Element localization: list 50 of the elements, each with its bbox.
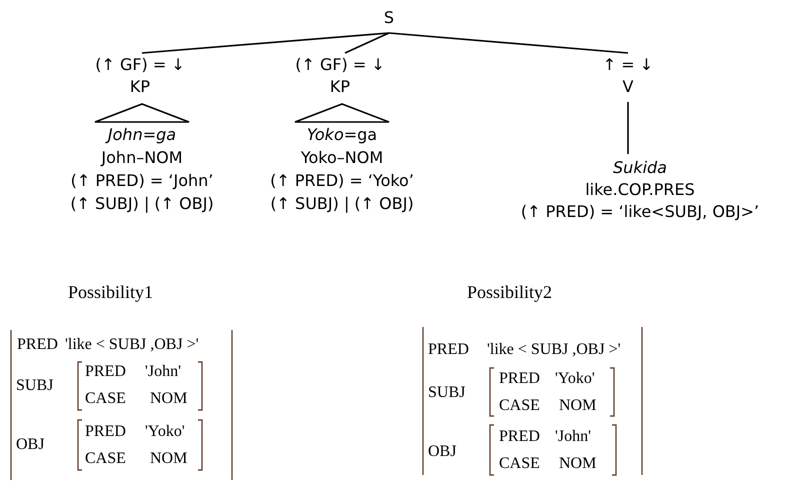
feature-name: OBJ <box>16 436 44 454</box>
functional-annotation: (↑ GF) = ↓ <box>95 54 185 76</box>
category-label: V <box>622 76 634 98</box>
tree-branch <box>142 32 390 54</box>
word-form: Yoko=ga <box>306 124 378 146</box>
gloss-text: Yoko–NOM <box>300 147 384 169</box>
equation-text: (↑ SUBJ) | (↑ OBJ) <box>270 193 414 215</box>
feature-name: CASE <box>499 455 540 473</box>
feature-value: 'John' <box>555 428 591 446</box>
tree-node-label: S <box>384 7 394 29</box>
tree-branch <box>344 32 390 54</box>
triangle-branch <box>294 103 390 123</box>
feature-name: PRED <box>499 370 540 388</box>
feature-value: 'like < SUBJ ,OBJ >' <box>487 341 621 359</box>
functional-annotation: (↑ GF) = ↓ <box>295 54 385 76</box>
feature-value: 'John' <box>145 363 181 381</box>
feature-value: NOM <box>150 390 188 408</box>
matrix-heading: Possibility2 <box>467 283 552 301</box>
feature-value: NOM <box>559 455 596 473</box>
category-label: KP <box>128 76 152 98</box>
feature-name: OBJ <box>428 443 456 461</box>
tree-branch <box>627 102 629 154</box>
feature-name: PRED <box>17 336 58 354</box>
feature-name: PRED <box>85 423 126 441</box>
matrix-heading: Possibility1 <box>68 283 154 301</box>
feature-name: SUBJ <box>428 384 466 402</box>
gloss-text: like.COP.PRES <box>584 179 696 201</box>
feature-value: NOM <box>559 397 596 415</box>
feature-value: NOM <box>150 450 188 468</box>
equation-text: (↑ PRED) = ‘like<SUBJ, OBJ>’ <box>520 201 760 223</box>
feature-name: CASE <box>85 450 126 468</box>
feature-name: CASE <box>85 390 126 408</box>
gloss-text: John–NOM <box>100 147 184 169</box>
feature-value: 'like < SUBJ ,OBJ >' <box>65 336 199 354</box>
feature-value: 'Yoko' <box>145 423 185 441</box>
word-form: Sukida <box>612 157 668 179</box>
tree-branch <box>388 32 628 54</box>
equation-text: (↑ PRED) = ‘John’ <box>70 170 214 192</box>
equation-text: (↑ SUBJ) | (↑ OBJ) <box>70 193 214 215</box>
equation-text: (↑ PRED) = ‘Yoko’ <box>270 170 414 192</box>
triangle-branch <box>94 103 190 123</box>
feature-value: 'Yoko' <box>555 370 595 388</box>
feature-name: SUBJ <box>16 377 54 395</box>
word-form: John=ga <box>70 123 214 146</box>
functional-annotation: ↑ = ↓ <box>602 54 654 76</box>
feature-name: CASE <box>499 397 540 415</box>
feature-name: PRED <box>499 428 540 446</box>
feature-name: PRED <box>85 363 126 381</box>
category-label: KP <box>328 76 352 98</box>
feature-name: PRED <box>428 341 469 359</box>
